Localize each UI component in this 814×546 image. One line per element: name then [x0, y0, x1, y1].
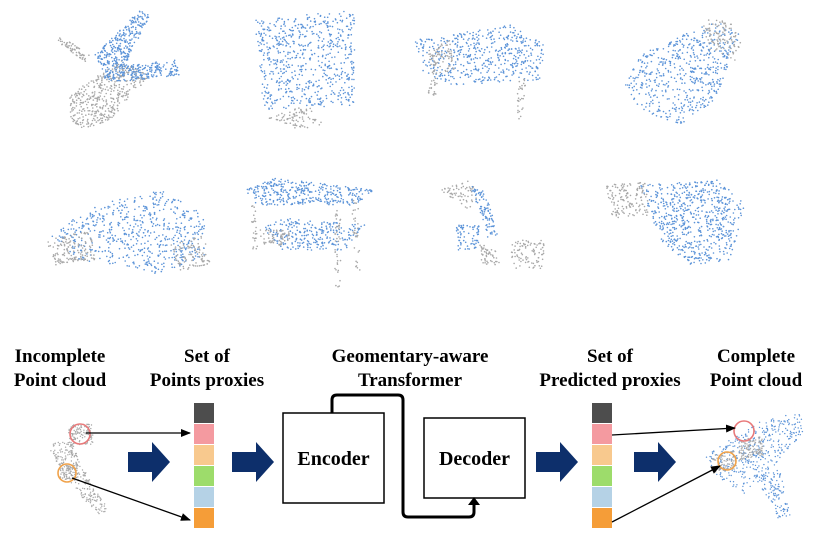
car-point-cloud [625, 19, 742, 124]
connector-arrow-orange-in [71, 477, 191, 521]
predicted-proxies-column [592, 403, 612, 528]
proxy-cell-1 [194, 403, 214, 423]
proxy-cell-5 [194, 487, 214, 507]
incomplete-label-line1: Incomplete [15, 346, 106, 367]
gun-point-cloud [606, 179, 745, 265]
proxy-cell-4 [592, 466, 612, 486]
sofa-point-cloud [47, 191, 211, 274]
connector-arrow-orange-out [611, 465, 721, 523]
encoder-label: Encoder [297, 448, 369, 470]
monitor-point-cloud [255, 10, 356, 129]
encoder-decoder-connection [330, 393, 476, 519]
input-orange-region-circle [57, 463, 77, 483]
bench-point-cloud [414, 24, 544, 120]
proxy-cell-1 [592, 403, 612, 423]
predicted-proxies-label-line1: Set of [587, 346, 634, 367]
decoder-label: Decoder [439, 448, 510, 470]
faucet-point-cloud [441, 180, 545, 270]
incomplete-point-cloud [50, 423, 107, 515]
proxy-cell-3 [592, 445, 612, 465]
pipeline-arrow-2 [232, 442, 274, 482]
proxy-cell-2 [592, 424, 612, 444]
complete-label-line2: Point cloud [710, 370, 803, 391]
connector-arrow-red-out [611, 424, 736, 436]
proxy-cell-5 [592, 487, 612, 507]
proxy-cell-3 [194, 445, 214, 465]
transformer-label-line2: Transformer [358, 370, 463, 391]
points-proxies-label-line2: Points proxies [150, 370, 264, 391]
transformer-label-line1: Geomentary-aware [332, 346, 489, 367]
incomplete-label-line2: Point cloud [14, 370, 107, 391]
pipeline-arrow-3 [536, 442, 578, 482]
proxy-cell-2 [194, 424, 214, 444]
pipeline-labels: Incomplete Point cloud Set of Points pro… [14, 346, 803, 391]
pipeline-arrows [128, 442, 676, 482]
decoder-box [423, 417, 526, 499]
table-point-cloud [246, 177, 373, 288]
output-orange-region-circle [717, 451, 737, 471]
encoder-box [282, 412, 385, 504]
output-red-region-circle [733, 420, 755, 442]
proxy-cell-4 [194, 466, 214, 486]
points-proxies-column [194, 403, 214, 528]
complete-label-line1: Complete [717, 346, 795, 367]
airplane-point-cloud [57, 10, 180, 129]
input-red-region-circle [69, 423, 91, 445]
pipeline-arrow-1 [128, 442, 170, 482]
proxy-cell-6 [592, 508, 612, 528]
encoder-decoder-arrowhead [468, 497, 480, 505]
proxy-cell-6 [194, 508, 214, 528]
points-proxies-label-line1: Set of [184, 346, 231, 367]
shape-gallery [47, 10, 745, 288]
pipeline-arrow-4 [634, 442, 676, 482]
predicted-proxies-label-line2: Predicted proxies [539, 370, 680, 391]
